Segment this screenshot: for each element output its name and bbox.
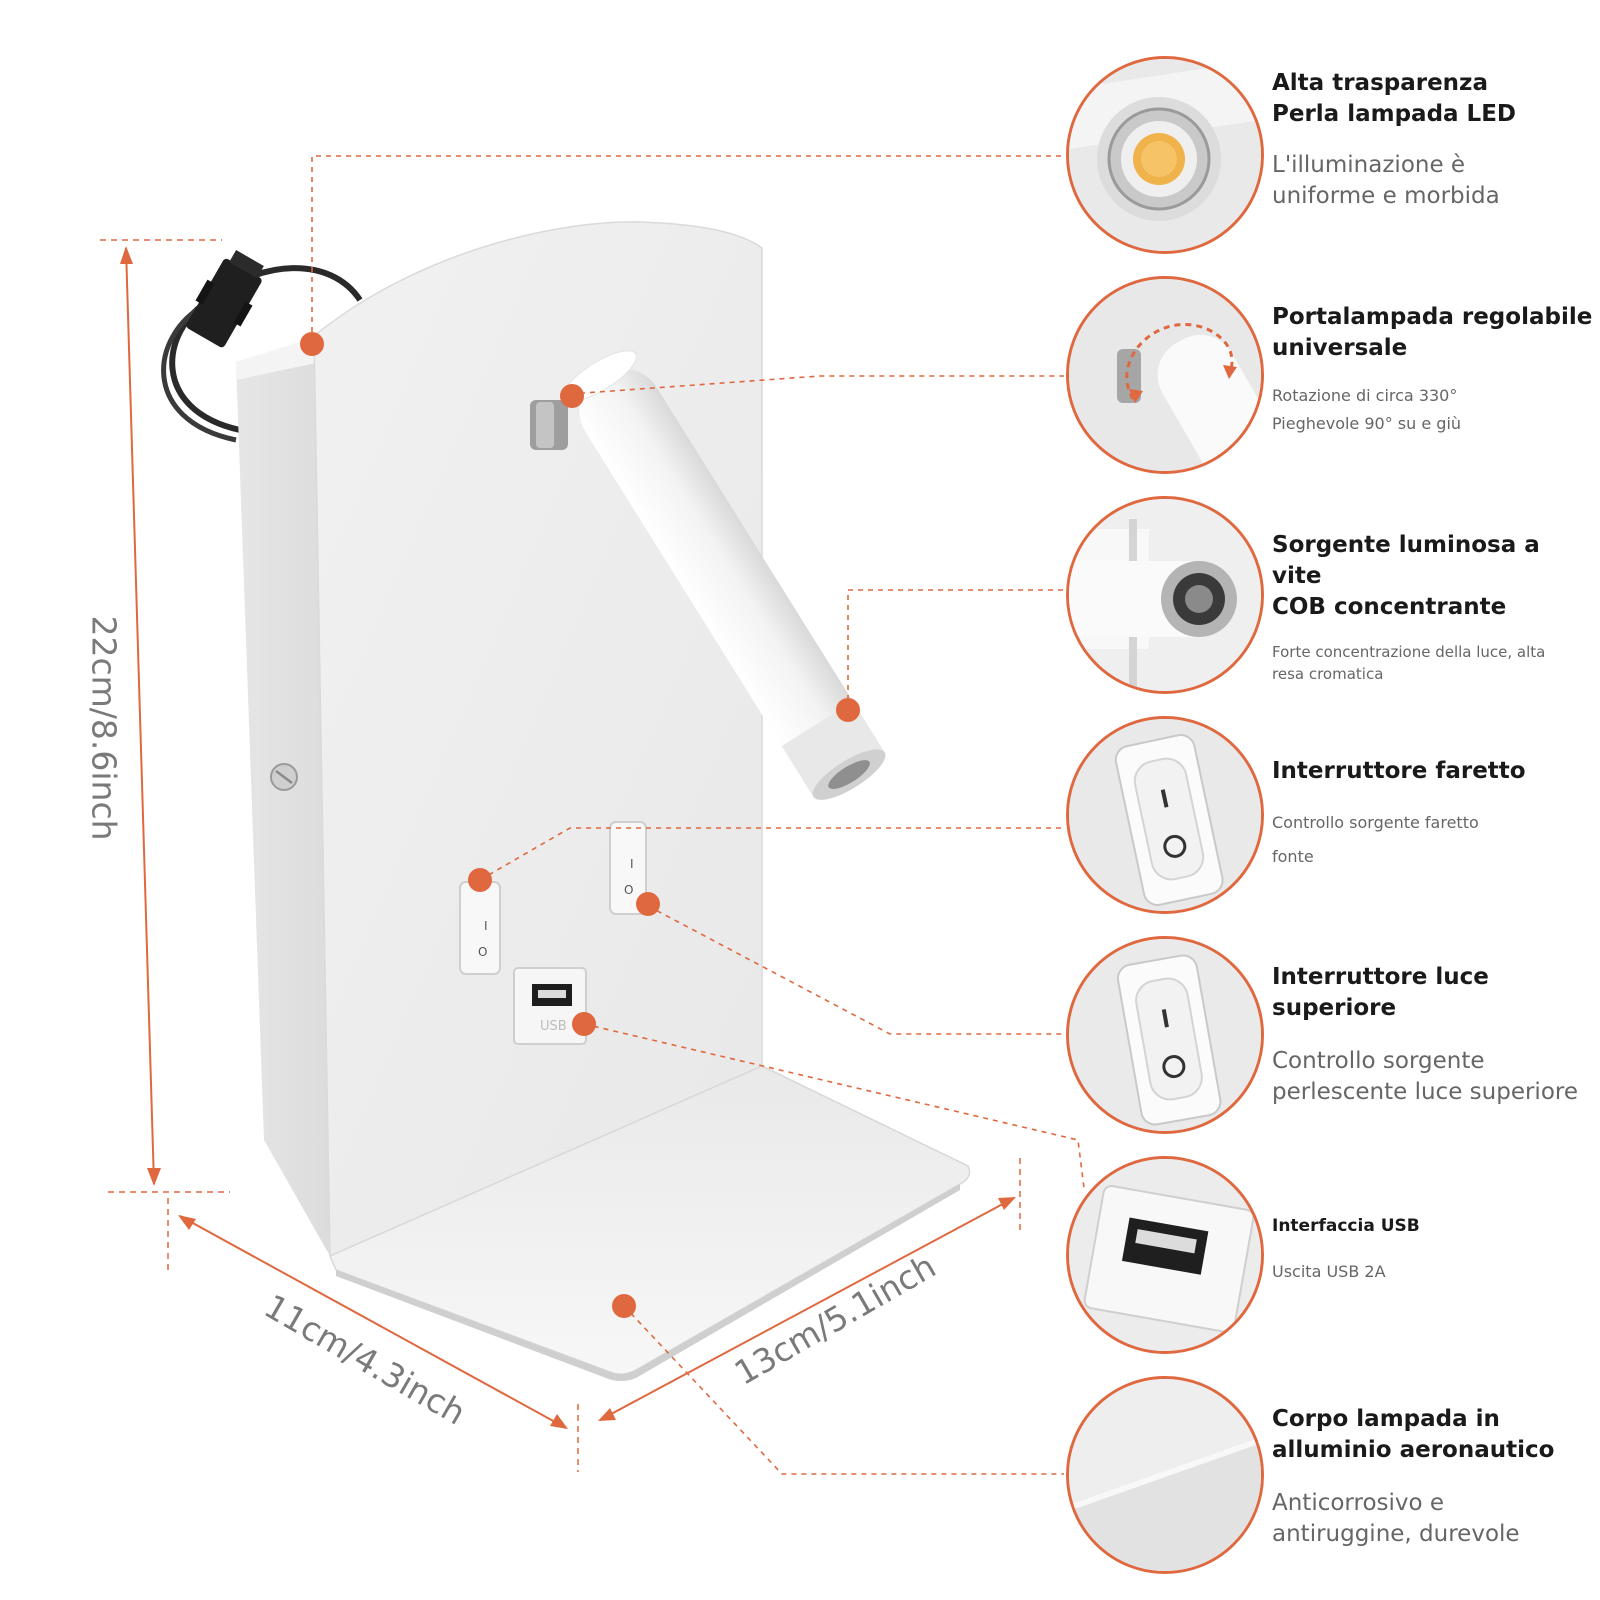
feature-title: universale bbox=[1272, 335, 1408, 361]
power-cable bbox=[161, 250, 363, 443]
feature-title: Alta trasparenza bbox=[1272, 70, 1488, 96]
aluminium-body-icon bbox=[1069, 1379, 1261, 1571]
adjustable-holder-circle bbox=[1066, 276, 1264, 474]
led-bead-circle bbox=[1066, 56, 1264, 254]
marker-spot-switch bbox=[636, 892, 660, 916]
marker-top-switch bbox=[468, 868, 492, 892]
feature-spotlight-switch: Interruttore faretto Controllo sorgente … bbox=[1272, 756, 1594, 871]
marker-shelf bbox=[612, 1294, 636, 1318]
feature-cob-light-source: Sorgente luminosa a vite COB concentrant… bbox=[1272, 530, 1594, 685]
cable-connector-icon bbox=[186, 250, 264, 348]
callout-markers bbox=[300, 332, 860, 1318]
dimension-lines bbox=[100, 239, 1021, 1472]
spotlight-switch-icon bbox=[1069, 719, 1261, 911]
usb-port-icon bbox=[1069, 1159, 1261, 1351]
cob-light-source-circle bbox=[1066, 496, 1264, 694]
feature-desc: perlescente luce superiore bbox=[1272, 1079, 1578, 1105]
marker-aluminium-body bbox=[300, 332, 324, 356]
switch-on-symbol: I bbox=[484, 919, 488, 933]
feature-desc: Uscita USB 2A bbox=[1272, 1262, 1386, 1281]
feature-title: Interruttore faretto bbox=[1272, 758, 1526, 784]
feature-desc: Forte concentrazione della luce, alta bbox=[1272, 643, 1546, 661]
screw-icon bbox=[270, 763, 298, 791]
feature-desc: fonte bbox=[1272, 847, 1314, 866]
feature-title: alluminio aeronautico bbox=[1272, 1437, 1555, 1463]
top-light-switch[interactable]: I O bbox=[459, 881, 501, 975]
feature-desc: Controllo sorgente faretto bbox=[1272, 813, 1479, 832]
feature-title: Sorgente luminosa a vite bbox=[1272, 532, 1540, 589]
feature-desc: Pieghevole 90° su e giù bbox=[1272, 414, 1462, 433]
led-bead-icon bbox=[1069, 59, 1261, 251]
adjustable-holder-icon bbox=[1069, 279, 1261, 471]
top-light-switch-circle bbox=[1066, 936, 1264, 1134]
feature-adjustable-holder: Portalampada regolabile universale Rotaz… bbox=[1272, 302, 1594, 438]
feature-usb-port: Interfaccia USB Uscita USB 2A bbox=[1272, 1214, 1594, 1286]
switch-off-symbol: O bbox=[624, 883, 633, 897]
feature-led-bead: Alta trasparenza Perla lampada LED L'ill… bbox=[1272, 68, 1594, 212]
usb-label: USB bbox=[540, 1019, 567, 1034]
aluminium-body-circle bbox=[1066, 1376, 1264, 1574]
feature-title: Perla lampada LED bbox=[1272, 101, 1517, 127]
leader-lines bbox=[311, 155, 1085, 1475]
feature-top-light-switch: Interruttore luce superiore Controllo so… bbox=[1272, 962, 1594, 1108]
lamp-shelf bbox=[329, 1065, 971, 1381]
feature-title: superiore bbox=[1272, 995, 1397, 1021]
feature-desc: Rotazione di circa 330° bbox=[1272, 386, 1458, 405]
marker-cob bbox=[836, 698, 860, 722]
feature-desc: antiruggine, durevole bbox=[1272, 1521, 1520, 1547]
feature-desc: L'illuminazione è bbox=[1272, 152, 1466, 178]
marker-usb bbox=[572, 1012, 596, 1036]
feature-desc: Controllo sorgente bbox=[1272, 1048, 1485, 1074]
feature-title: Interruttore luce bbox=[1272, 964, 1489, 990]
usb-port-circle bbox=[1066, 1156, 1264, 1354]
usb-port[interactable]: USB bbox=[513, 967, 587, 1045]
spotlight-switch[interactable]: I O bbox=[609, 821, 647, 915]
switch-off-symbol: O bbox=[478, 945, 487, 959]
feature-desc: resa cromatica bbox=[1272, 665, 1384, 683]
feature-title: Portalampada regolabile bbox=[1272, 304, 1593, 330]
height-dimension-label: 22cm/8.6inch bbox=[84, 615, 124, 841]
feature-title: Corpo lampada in bbox=[1272, 1406, 1500, 1432]
feature-title: COB concentrante bbox=[1272, 594, 1507, 620]
feature-desc: uniforme e morbida bbox=[1272, 183, 1500, 209]
marker-holder bbox=[560, 384, 584, 408]
feature-desc: Anticorrosivo e bbox=[1272, 1490, 1445, 1516]
cob-light-source-icon bbox=[1069, 499, 1261, 691]
top-light-switch-icon bbox=[1069, 939, 1261, 1131]
switch-on-symbol: I bbox=[630, 857, 634, 871]
feature-title: Interfaccia USB bbox=[1272, 1216, 1420, 1236]
spotlight-switch-circle bbox=[1066, 716, 1264, 914]
feature-aluminium-body: Corpo lampada in alluminio aeronautico A… bbox=[1272, 1404, 1594, 1550]
